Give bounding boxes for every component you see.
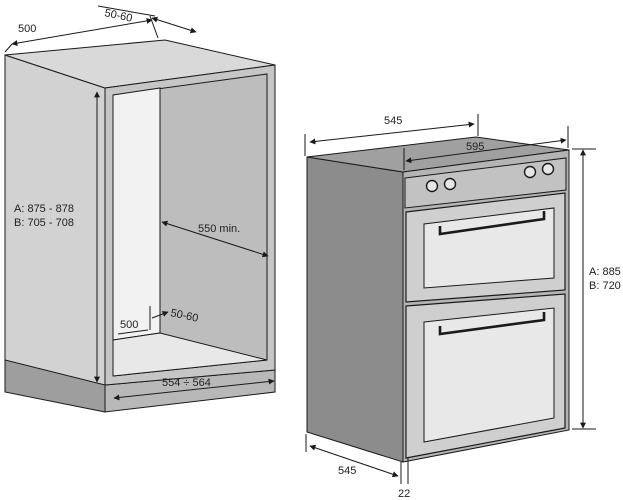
upper-door-handle-icon xyxy=(438,211,546,236)
cabinet-width-line xyxy=(113,378,275,401)
oven-front-offset-label: 22 xyxy=(398,488,410,500)
cabinet-bottom-depth-line xyxy=(117,329,149,335)
cabinet-top-gap-line xyxy=(97,5,156,17)
cabinet-width-label: 554 ÷ 564 xyxy=(162,377,211,389)
knob-3-icon xyxy=(523,165,537,179)
oven-height-b-label: B: 720 xyxy=(589,280,621,292)
cabinet-bottom-depth-label: 500 xyxy=(120,319,138,331)
oven-top-depth-line xyxy=(309,121,475,145)
upper-oven-window xyxy=(423,207,555,289)
oven-bottom-depth-label: 545 xyxy=(338,465,356,477)
oven-top-depth-label: 545 xyxy=(384,115,402,127)
cabinet-inner-side xyxy=(112,87,161,341)
oven-height-a-label: A: 885 xyxy=(589,266,621,278)
oven-bottom-depth-line xyxy=(309,444,399,478)
cabinet-bottom-gap-label: 50-60 xyxy=(169,307,199,325)
lower-oven-window xyxy=(423,307,555,443)
knob-2-icon xyxy=(443,177,457,191)
cabinet-drawing: 500 50-60 A: 875 - 878 B: 705 - 708 550 … xyxy=(4,5,276,413)
lower-door-handle-icon xyxy=(438,312,546,336)
cabinet-top-depth-label: 500 xyxy=(18,23,36,35)
cabinet-inner-depth-label: 550 min. xyxy=(198,223,240,235)
cabinet-height-a-label: A: 875 - 878 xyxy=(14,203,74,215)
oven-drawing: 545 595 A: 885 B: 720 545 22 xyxy=(304,114,621,500)
knob-4-icon xyxy=(541,162,555,176)
cabinet-top-depth-line xyxy=(11,17,153,47)
cabinet-height-b-label: B: 705 - 708 xyxy=(14,217,74,229)
oven-width-line xyxy=(405,137,567,164)
knob-1-icon xyxy=(425,179,439,193)
cabinet-inner-floor xyxy=(112,332,268,377)
oven-side-panel xyxy=(306,156,404,463)
cabinet-inner-depth-line xyxy=(161,220,269,258)
cabinet-top-gap-label: 50-60 xyxy=(103,7,133,25)
oven-width-label: 595 xyxy=(466,141,484,153)
